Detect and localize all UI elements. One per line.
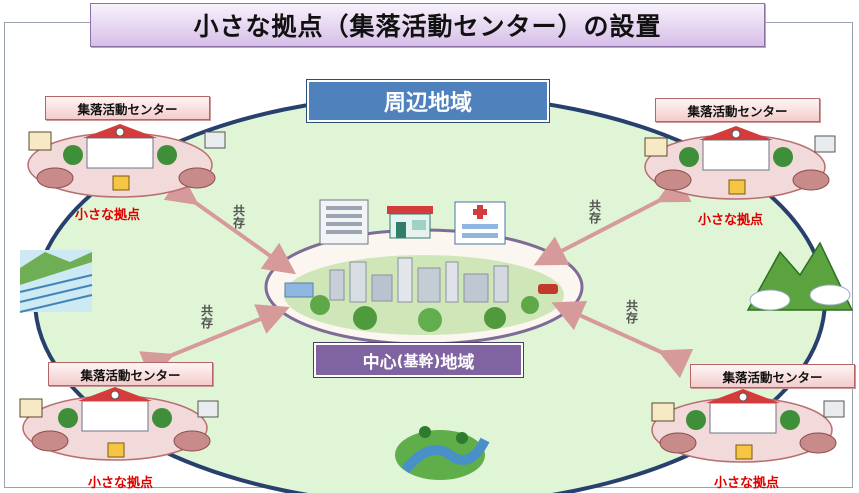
center-label-main: 中心 xyxy=(362,352,397,373)
cluster-illustration-bottom-right xyxy=(651,389,845,463)
hospital-icon xyxy=(454,201,506,245)
rice-field-icon xyxy=(19,250,93,313)
coexist-label: 共存 xyxy=(200,304,213,330)
page-title: 小さな拠点（集落活動センター）の設置 xyxy=(90,3,765,47)
coexist-arrow-bottom-left xyxy=(139,304,290,381)
city-illustration xyxy=(284,257,558,332)
coexist-arrow-top-right xyxy=(533,173,692,266)
small-base-label: 小さな拠点 xyxy=(88,476,154,491)
small-base-label: 小さな拠点 xyxy=(75,208,141,223)
center-name-label: 集落活動センター xyxy=(48,362,213,386)
cluster-illustration-top-right xyxy=(644,126,836,200)
cluster-bottom-left: 集落活動センター xyxy=(38,362,228,477)
center-name-label: 集落活動センター xyxy=(45,96,210,120)
store-icon xyxy=(387,206,433,239)
coexist-label: 共存 xyxy=(232,204,245,230)
center-label-tail: 地域 xyxy=(440,352,475,373)
coexist-label: 共存 xyxy=(625,299,638,325)
cluster-top-left: 集落活動センター xyxy=(35,96,225,211)
periphery-region-label: 周辺地域 xyxy=(306,79,550,123)
small-base-label: 小さな拠点 xyxy=(714,476,780,491)
river-icon xyxy=(395,426,490,480)
coexist-arrow-bottom-right xyxy=(551,301,694,379)
cluster-illustration-top-left xyxy=(27,124,226,198)
center-name-label: 集落活動センター xyxy=(690,364,855,388)
coexist-label: 共存 xyxy=(588,199,601,225)
cluster-illustration-bottom-left xyxy=(19,387,219,461)
center-region-label: 中心(基幹)地域 xyxy=(313,342,524,378)
office-building-icon xyxy=(319,199,369,245)
cluster-bottom-right: 集落活動センター xyxy=(680,364,859,479)
center-label-paren: (基幹) xyxy=(396,351,441,370)
mountain-icon xyxy=(746,241,854,311)
center-name-label: 集落活動センター xyxy=(655,98,820,122)
cluster-top-right: 集落活動センター xyxy=(645,98,835,213)
coexist-arrow-top-left xyxy=(163,173,297,275)
small-base-label: 小さな拠点 xyxy=(698,213,764,228)
